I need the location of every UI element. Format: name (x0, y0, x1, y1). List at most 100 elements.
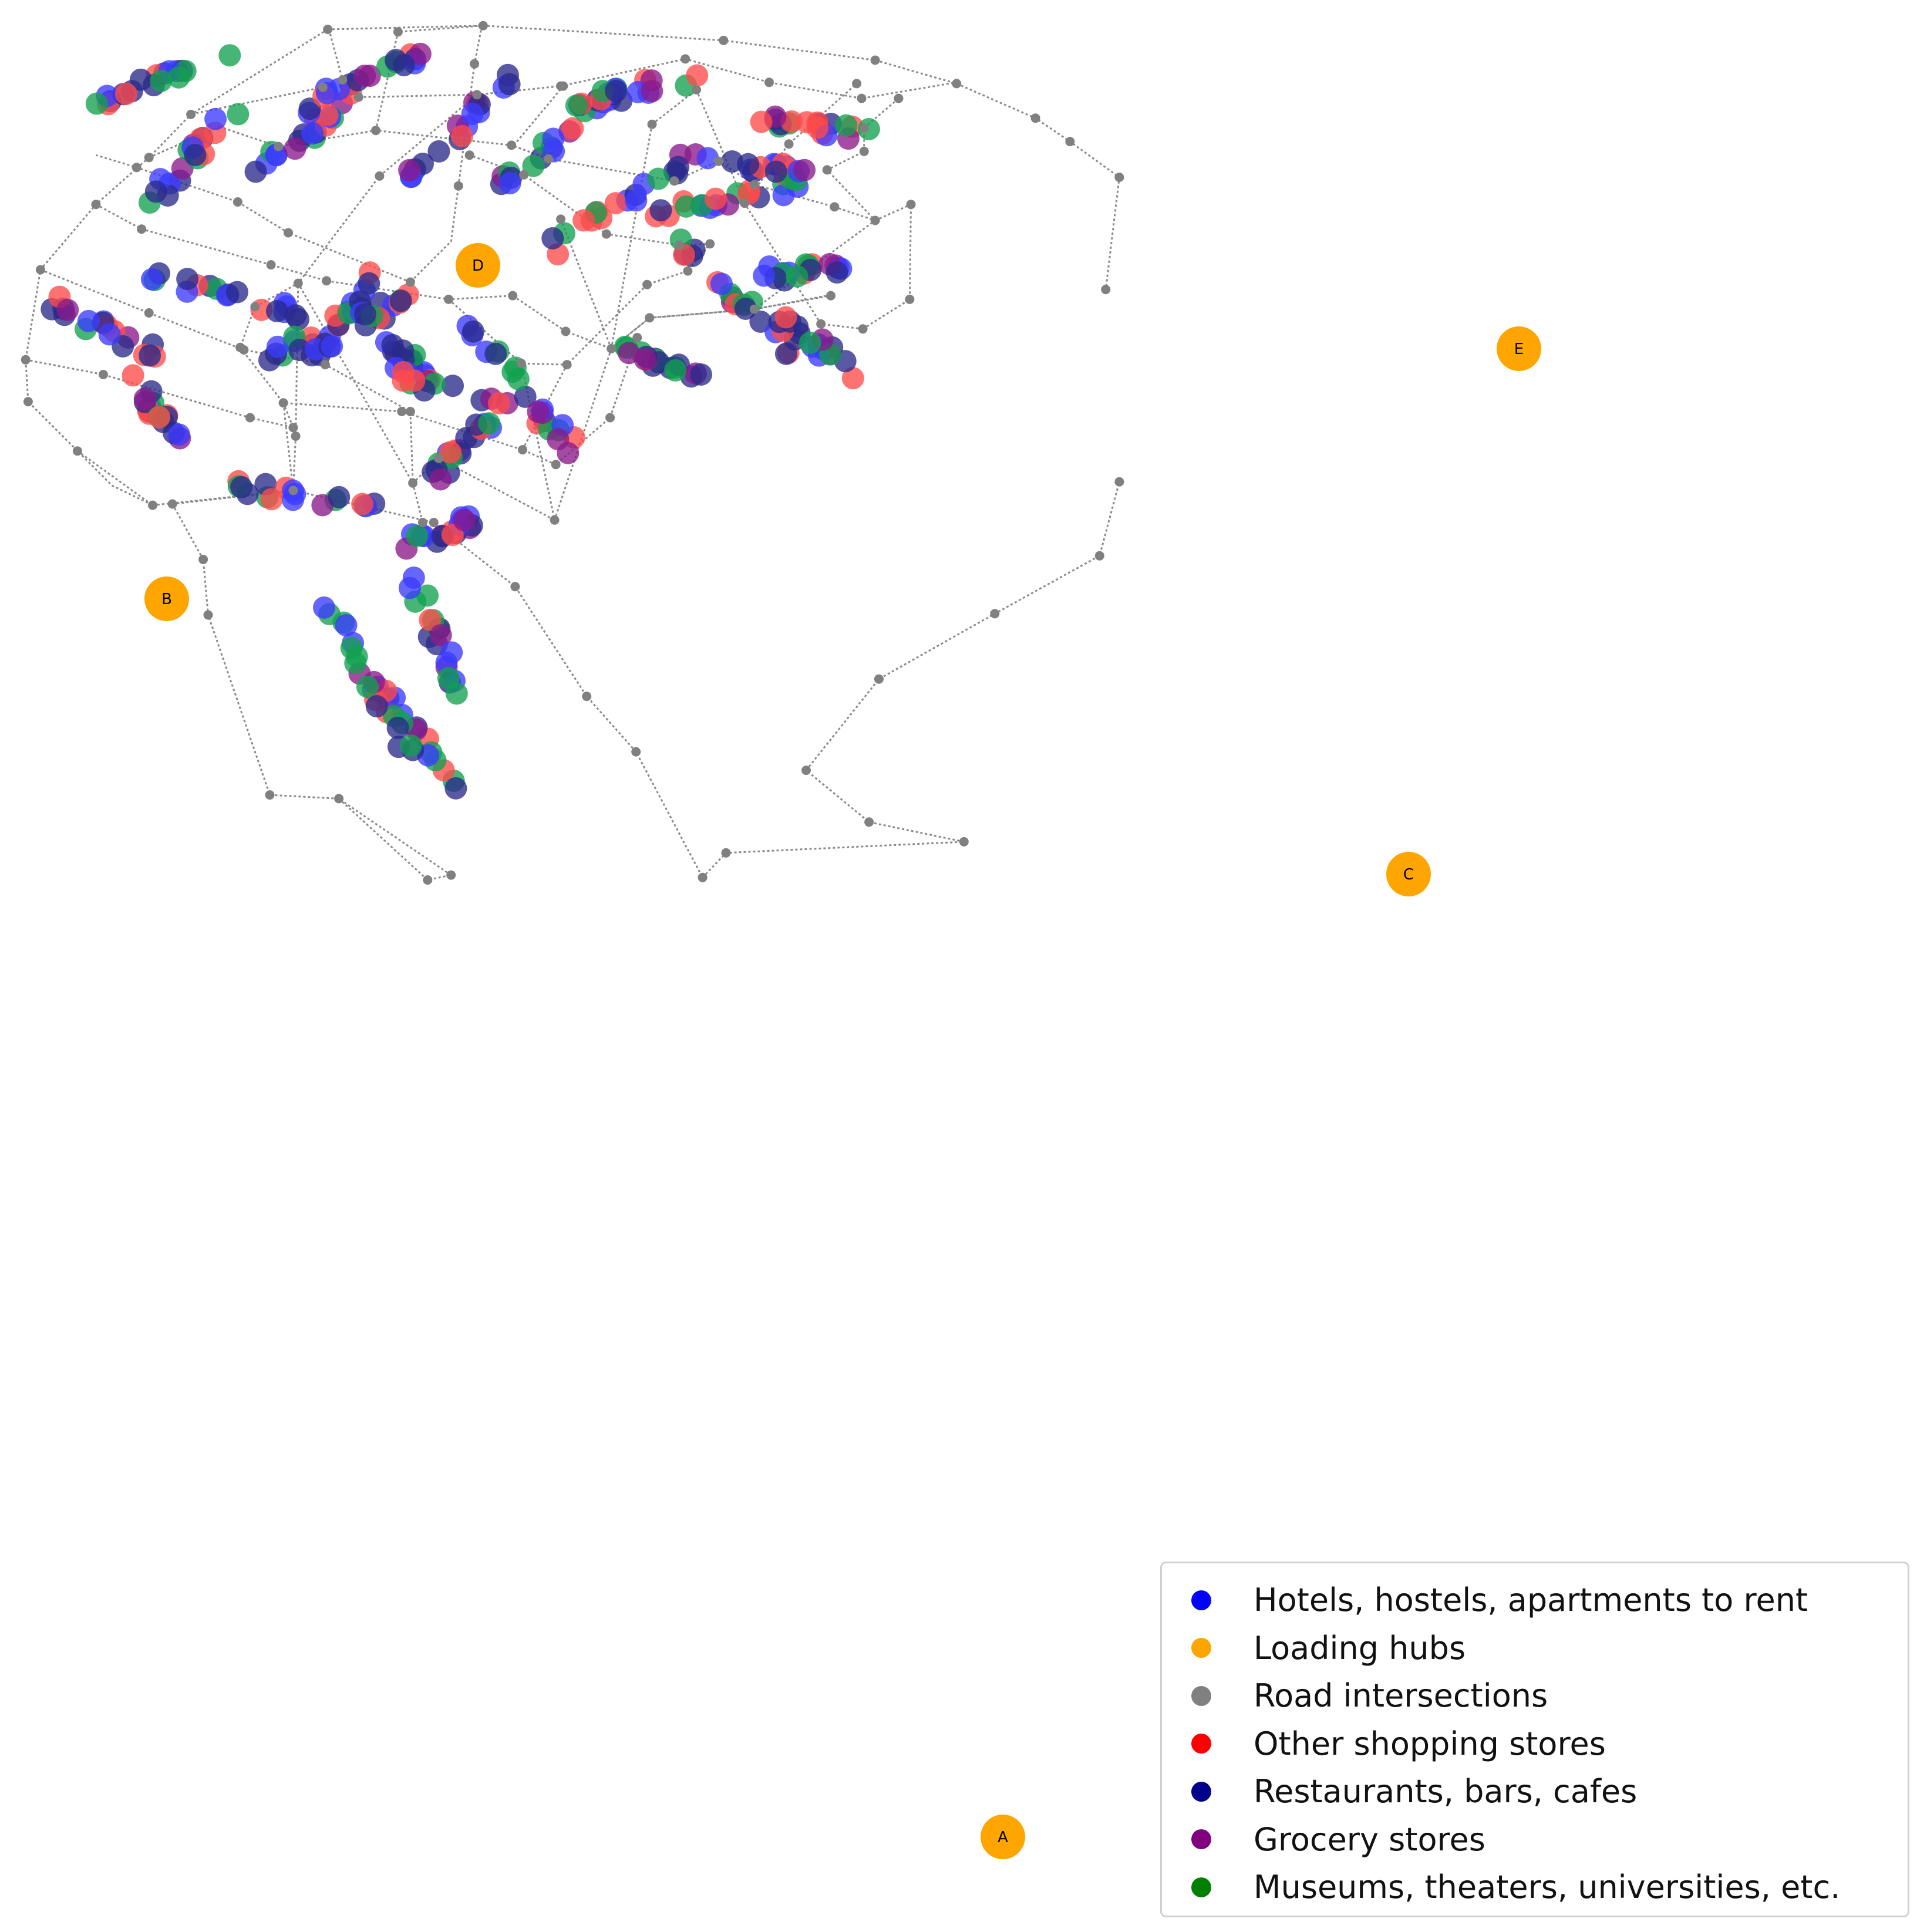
road-intersection-node (713, 156, 723, 166)
poi-marker (429, 468, 452, 491)
legend-marker-museums (1191, 1877, 1211, 1897)
poi-marker (451, 124, 474, 147)
road-intersection-node (859, 146, 869, 156)
poi-marker (686, 64, 709, 87)
road-intersection-node (444, 294, 453, 304)
road-intersection-node (1030, 113, 1040, 123)
poi-marker (667, 156, 690, 178)
loading-hub-a: A (981, 1815, 1025, 1859)
poi-marker (498, 73, 521, 96)
road-intersection-node (870, 55, 880, 65)
road-intersection-node (556, 214, 566, 224)
poi-marker (403, 369, 426, 392)
poi-marker (427, 140, 450, 163)
road-intersection-node (705, 239, 715, 249)
road-intersection-node (749, 180, 759, 190)
road-segment (610, 124, 653, 349)
legend-marker-hotels (1191, 1590, 1211, 1610)
loading-hub-label: E (1514, 340, 1524, 358)
road-intersection-node (250, 302, 260, 312)
legend-label-museums: Museums, theaters, universities, etc. (1254, 1869, 1841, 1906)
road-intersection-node (408, 478, 418, 488)
road-intersection-node (23, 397, 33, 407)
poi-marker (710, 272, 733, 295)
legend-marker-loading-hubs (1191, 1638, 1211, 1658)
poi-marker (266, 335, 289, 358)
poi-marker (750, 110, 773, 133)
road-intersection-node (645, 313, 655, 323)
road-intersection-node (647, 119, 657, 129)
poi-marker (618, 342, 641, 365)
poi-marker (265, 300, 288, 323)
legend-label-shopping: Other shopping stores (1254, 1725, 1606, 1762)
road-intersection-node (719, 35, 729, 45)
road-intersection-node (144, 308, 154, 318)
poi-marker (77, 309, 100, 332)
road-intersection-node (478, 21, 488, 31)
road-intersection-node (1114, 173, 1124, 182)
poi-marker (772, 184, 795, 207)
poi-marker (244, 160, 267, 183)
road-intersection-node (874, 674, 884, 684)
poi-marker (399, 734, 422, 757)
poi-marker (498, 172, 521, 195)
poi-marker (514, 385, 537, 408)
road-segment (77, 450, 153, 506)
road-intersection-node (278, 398, 288, 408)
poi-marker (230, 476, 253, 498)
road-intersection-node (816, 319, 826, 329)
road-intersection-node (852, 79, 862, 89)
road-intersection-node (1094, 551, 1104, 561)
road-intersection-node (144, 153, 154, 163)
road-intersection-node (1065, 137, 1075, 147)
poi-marker (664, 359, 687, 382)
loading-hub-marker (144, 576, 189, 621)
road-intersection-node (551, 460, 561, 470)
road-intersection-node (35, 265, 45, 275)
poi-marker (440, 641, 463, 664)
poi-marker (409, 42, 432, 65)
road-intersection-node (21, 355, 31, 365)
poi-marker (734, 297, 757, 320)
legend-item-hotels: Hotels, hostels, apartments to rent (1191, 1576, 1908, 1624)
map-legend: Hotels, hostels, apartments to rent Load… (1160, 1562, 1909, 1917)
legend-label-grocery: Grocery stores (1254, 1820, 1485, 1858)
road-intersection-node (721, 848, 731, 858)
road-intersection-node (284, 228, 293, 238)
legend-item-shopping: Other shopping stores (1191, 1720, 1908, 1768)
road-intersection-node (601, 229, 611, 239)
road-intersection-node (519, 170, 529, 180)
road-intersection-node (375, 171, 385, 181)
poi-marker (139, 344, 161, 367)
loading-hub-marker (456, 243, 500, 288)
road-segment (322, 58, 957, 100)
road-segment (754, 294, 834, 311)
poi-marker (56, 299, 79, 322)
road-intersection-node (642, 279, 652, 289)
road-intersection-node (291, 431, 301, 441)
road-intersection-node (91, 200, 101, 210)
road-intersection-node (321, 360, 330, 370)
poi-marker (799, 331, 821, 354)
poi-marker (689, 363, 712, 386)
legend-item-museums: Museums, theaters, universities, etc. (1191, 1863, 1908, 1911)
road-intersection-node (632, 333, 642, 342)
poi-marker (392, 339, 415, 362)
road-intersection-node (434, 453, 444, 463)
poi-marker (225, 281, 248, 304)
loading-hub-label: A (998, 1829, 1008, 1846)
road-intersection-node (544, 154, 554, 164)
legend-label-hotels: Hotels, hostels, apartments to rent (1254, 1582, 1808, 1619)
legend-marker-restaurants (1191, 1781, 1211, 1802)
poi-marker (358, 272, 380, 295)
poi-marker (398, 159, 421, 181)
poi-marker (386, 716, 409, 739)
road-intersection-node (1101, 285, 1111, 295)
road-intersection-node (959, 837, 969, 847)
road-segment (862, 204, 912, 330)
road-intersection-node (72, 446, 82, 456)
poi-marker (281, 488, 304, 511)
poi-marker (478, 412, 501, 435)
road-intersection-node (132, 163, 142, 173)
